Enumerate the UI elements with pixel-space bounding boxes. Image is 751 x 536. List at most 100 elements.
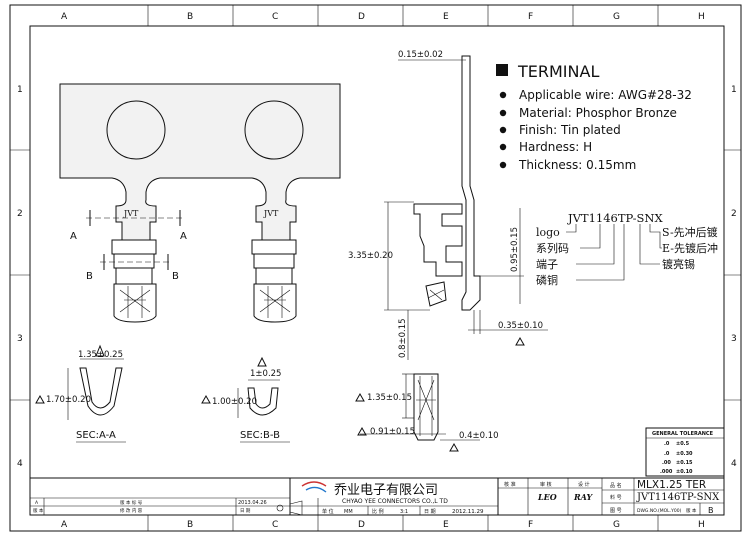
dwgno-value: DWG.NO.(MOL.Y00) (637, 508, 682, 514)
rev-date-header: 日 期 (240, 508, 251, 514)
section-a-a: 1.35±0.25 1.70±0.20 SEC:A-A (35, 344, 126, 443)
col-label-f-bottom: F (528, 520, 533, 530)
col-label-d-bottom: D (358, 520, 365, 530)
col-label-h-top: H (698, 12, 705, 22)
row-label-4-right: 4 (731, 459, 737, 469)
inner-frame (29, 25, 725, 516)
outer-frame (9, 4, 742, 532)
version-label: 版 本 (686, 507, 697, 514)
section-b-b: 1±0.25 1.00±0.20 SEC:B-B (201, 356, 290, 443)
col-label-d-top: D (358, 12, 365, 22)
rev-label-b: 修 改 内 容 (120, 507, 143, 514)
spec-material: Material: Phosphor Bronze (519, 106, 677, 120)
unit-label: 单 位 (322, 508, 334, 515)
col-label-f-top: F (528, 12, 533, 22)
date-label: 日 期 (424, 509, 436, 515)
tol-val-1: ±0.30 (676, 451, 693, 457)
title-block: A 版 本 版 本 标 号 修 改 内 容 2013.04.26 日 期 乔业电… (30, 477, 724, 516)
col-label-c-bottom: C (272, 520, 278, 530)
terminal-crimp-view: 1.35±0.15 0.91±0.15 0.4±0.10 (355, 373, 499, 452)
legend-tin: 镀亮锡 (662, 257, 695, 271)
partno-label: 料 号 (610, 494, 622, 501)
bullet-icon (499, 126, 507, 134)
design-label: 设 计 (578, 481, 590, 488)
part-code: JVT1146TP-SNX (567, 211, 663, 225)
cut-label-b-left: B (86, 271, 93, 282)
carrier-strip (59, 83, 341, 241)
projection-symbol-icon (276, 504, 284, 512)
col-label-b-bottom: B (187, 520, 193, 530)
review-signature: LEO (537, 492, 557, 502)
legend-logo: logo (536, 226, 560, 239)
scale-label: 比 例 (372, 508, 384, 515)
terminal-front-view: JVT JVT A A B B (59, 83, 341, 323)
date-value: 2012.11.29 (452, 509, 484, 515)
spec-block: TERMINAL Applicable wire: AWG#28-32 Mate… (496, 62, 692, 172)
tol-val-0: ±0.5 (676, 441, 690, 447)
terminal-side-view: 0.15±0.02 3.35±0.20 0.8±0.15 0.95±0.15 0… (348, 50, 548, 360)
tolerance-title: GENERAL TOLERANCE (652, 431, 714, 437)
col-label-b-top: B (187, 12, 193, 22)
dim-height-095: 0.95±0.15 (510, 227, 520, 272)
pilot-hole-left (106, 100, 166, 160)
dim-secb-height: 1.00±0.20 (212, 397, 257, 407)
tol-key-2: .00 (662, 460, 671, 466)
legend-terminal: 端子 (536, 258, 558, 271)
row-label-3-left: 3 (17, 334, 23, 344)
bullet-icon (499, 91, 507, 99)
spec-finish: Finish: Tin plated (519, 123, 621, 137)
design-signature: RAY (573, 492, 593, 502)
tol-key-0: .0 (664, 441, 670, 447)
partno-value: JVT1146TP-SNX (636, 492, 720, 503)
row-label-2-left: 2 (17, 209, 23, 219)
cut-label-b-right: B (172, 271, 179, 282)
bullet-icon (499, 161, 507, 169)
col-label-h-bottom: H (698, 520, 705, 530)
col-label-a-bottom: A (61, 520, 68, 530)
dim-width-035: 0.35±0.10 (498, 321, 543, 331)
dim-width-04: 0.4±0.10 (459, 431, 499, 441)
name-value: MLX1.25 TER (637, 479, 706, 491)
col-label-e-bottom: E (443, 520, 449, 530)
section-label-a-a: SEC:A-A (76, 430, 116, 441)
stamp-jvt-right: JVT (263, 209, 279, 218)
part-code-legend: JVT1146TP-SNX logo 系列码 端子 磷铜 S-先冲后镀 E-先镀… (536, 211, 718, 287)
dwgno-label: 图 号 (610, 508, 622, 514)
scale-value: 3:1 (400, 509, 408, 515)
row-label-1-left: 1 (17, 85, 23, 95)
name-label: 品 名 (610, 482, 622, 489)
tol-val-3: ±0.10 (676, 469, 693, 475)
dim-thickness-top: 0.15±0.02 (398, 50, 443, 60)
dim-width-091: 0.91±0.15 (370, 427, 415, 437)
pilot-hole-right (244, 100, 304, 160)
row-label-4-left: 4 (17, 459, 23, 469)
bullet-icon (499, 109, 507, 117)
spec-wire: Applicable wire: AWG#28-32 (519, 88, 692, 102)
col-label-c-top: C (272, 12, 278, 22)
col-label-a-top: A (61, 12, 68, 22)
tol-val-2: ±0.15 (676, 460, 693, 466)
legend-phosphor: 磷铜 (536, 273, 558, 287)
review-label: 审 核 (540, 481, 552, 488)
grid-dividers (10, 5, 741, 531)
company-logo-icon (301, 481, 327, 487)
rev-mark: A (35, 500, 39, 506)
row-label-2-right: 2 (731, 209, 737, 219)
company-name-en: CHYAO YEE CONNECTORS CO.,L TD (342, 498, 448, 505)
col-label-g-top: G (613, 12, 620, 22)
col-label-g-bottom: G (613, 520, 620, 530)
tol-key-3: .000 (660, 469, 673, 475)
bullet-icon (499, 143, 507, 151)
spec-thickness: Thickness: 0.15mm (518, 158, 636, 172)
legend-series: 系列码 (536, 241, 569, 255)
row-label-1-right: 1 (731, 85, 737, 95)
cut-label-a-right: A (180, 231, 187, 242)
tolerance-table: GENERAL TOLERANCE .0 ±0.5 .0 ±0.30 .00 ±… (645, 427, 725, 477)
unit-value: MM (344, 509, 353, 515)
dim-secb-width: 1±0.25 (250, 369, 281, 379)
rev-ver-header: 版 本 (33, 507, 44, 514)
title-square-icon (496, 64, 508, 76)
col-label-e-top: E (443, 12, 449, 22)
dim-height-08: 0.8±0.15 (398, 318, 408, 358)
